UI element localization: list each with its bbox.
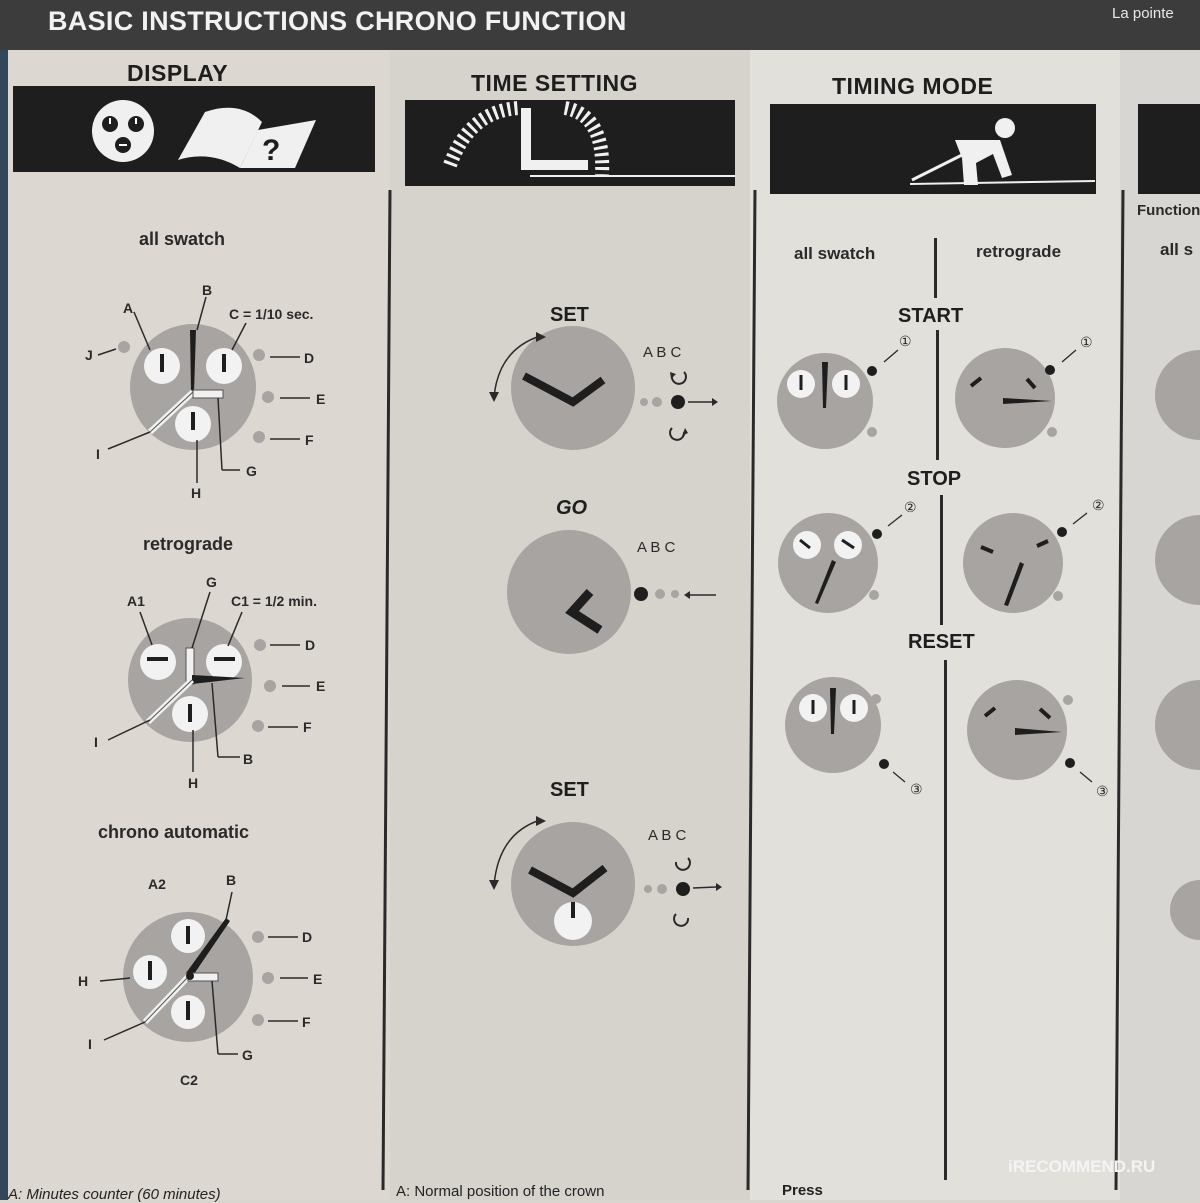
partial-dials-right: [1155, 350, 1200, 940]
corner-watermark: La pointe: [1112, 5, 1174, 22]
label-E: E: [316, 391, 326, 407]
book-question-icon: ?: [178, 107, 316, 168]
label-E-retro: E: [316, 678, 326, 694]
site-watermark: iRECOMMEND.RU: [1008, 1157, 1156, 1176]
marker-1-right: ①: [1080, 334, 1093, 350]
display-banner: [13, 86, 375, 172]
background-fabric: [0, 0, 8, 1200]
footer-right: Press: [782, 1182, 823, 1199]
all-swatch-heading: all swatch: [139, 229, 226, 249]
label-I: I: [96, 446, 100, 462]
label-C: C = 1/10 sec.: [229, 306, 314, 322]
dial-all-swatch: [97, 296, 310, 483]
timing-start-all-swatch-dial: [777, 349, 899, 449]
timing-step-reset: RESET: [908, 631, 975, 653]
time-setting-banner: [405, 100, 735, 186]
label-A1: A1: [127, 593, 145, 609]
time-set-dial-1: [489, 326, 718, 450]
marker-2-left: ②: [904, 499, 917, 515]
label-J: J: [85, 347, 93, 363]
label-D-chrono: D: [302, 929, 313, 945]
footer-left: A: Minutes counter (60 minutes): [8, 1186, 221, 1203]
time-step-set-2: SET: [550, 779, 589, 801]
timing-mode-title: TIMING MODE: [832, 73, 994, 99]
label-I-chrono: I: [88, 1036, 92, 1052]
timing-mode-banner: [770, 104, 1096, 194]
time-step-positions-2: A B C: [637, 539, 676, 556]
chrono-automatic-heading: chrono automatic: [98, 822, 250, 842]
marker-1-left: ①: [899, 333, 912, 349]
dial-chrono-automatic: [99, 891, 308, 1055]
timing-step-start: START: [898, 305, 964, 327]
header-bar: [0, 0, 1200, 50]
time-step-positions-1: A B C: [643, 344, 682, 361]
fourth-banner: [1138, 104, 1200, 194]
subdials-icon: [92, 100, 154, 162]
label-G-retro: G: [206, 574, 217, 590]
timing-reset-all-swatch-dial: [785, 677, 906, 783]
label-B-retro: B: [243, 751, 254, 767]
footer-mid: A: Normal position of the crown: [396, 1183, 605, 1200]
label-D-retro: D: [305, 637, 316, 653]
time-step-positions-3: A B C: [648, 827, 687, 844]
label-A2: A2: [148, 876, 166, 892]
timing-reset-retrograde-dial: [967, 680, 1093, 783]
time-setting-title: TIME SETTING: [471, 70, 638, 96]
time-step-set-1: SET: [550, 304, 589, 326]
rotate-arrow-icon: [670, 371, 687, 385]
label-F: F: [305, 432, 314, 448]
display-title: DISPLAY: [127, 60, 229, 86]
label-I-retro: I: [94, 734, 98, 750]
timing-col-all-swatch: all swatch: [794, 244, 876, 263]
timing-center-divider-bottom: [944, 660, 947, 1180]
label-G: G: [246, 463, 257, 479]
label-F-chrono: F: [302, 1014, 311, 1030]
label-B-chrono: B: [226, 872, 237, 888]
runner-start-icon: [909, 118, 1096, 185]
timing-center-divider-top: [934, 238, 937, 298]
time-step-go: GO: [556, 497, 588, 519]
marker-3-right: ③: [1096, 783, 1109, 799]
document-title: BASIC INSTRUCTIONS CHRONO FUNCTION: [48, 6, 627, 36]
time-set-dial-2: [489, 816, 722, 946]
timing-start-retrograde-dial: [955, 348, 1077, 448]
rotate-arrow-icon: [669, 427, 688, 441]
label-E-chrono: E: [313, 971, 323, 987]
timing-step-stop: STOP: [907, 468, 962, 490]
clock-dial-icon: [443, 101, 735, 177]
marker-3-left: ③: [910, 781, 923, 797]
label-B: B: [202, 282, 213, 298]
retrograde-heading: retrograde: [143, 534, 234, 554]
timing-center-divider-mid: [936, 330, 939, 460]
marker-2-right: ②: [1092, 497, 1105, 513]
label-H-chrono: H: [78, 973, 89, 989]
fourth-col-function: Function: [1137, 202, 1200, 219]
label-D: D: [304, 350, 315, 366]
label-A: A: [123, 300, 134, 316]
label-H-retro: H: [188, 775, 199, 791]
timing-col-retrograde: retrograde: [976, 242, 1062, 261]
fourth-col-all-s: all s: [1160, 240, 1194, 259]
svg-text:?: ?: [262, 134, 280, 167]
label-H: H: [191, 485, 202, 501]
label-F-retro: F: [303, 719, 312, 735]
time-go-dial: [507, 530, 716, 654]
label-G-chrono: G: [242, 1047, 253, 1063]
timing-stop-all-swatch-dial: [778, 513, 903, 613]
timing-center-divider-low: [940, 495, 943, 625]
label-C2: C2: [180, 1072, 198, 1088]
dial-retrograde: [107, 591, 310, 772]
timing-stop-retrograde-dial: [963, 512, 1088, 613]
label-C1: C1 = 1/2 min.: [231, 593, 317, 609]
